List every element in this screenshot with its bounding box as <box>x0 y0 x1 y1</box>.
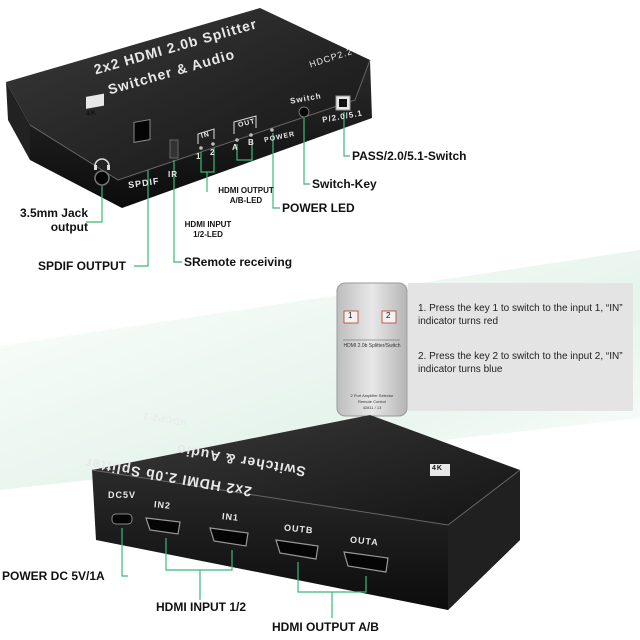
label-power-dc: POWER DC 5V/1A <box>2 569 105 583</box>
top-device-in1-print: 1 <box>196 152 202 161</box>
label-spdif-output: SPDIF OUTPUT <box>38 259 127 273</box>
remote-footer-3: 42811 / 13 <box>362 405 382 410</box>
bottom-device-4k-badge-text: 4K <box>432 465 443 472</box>
bottom-device <box>91 415 521 610</box>
callout-line-power-led <box>272 133 280 209</box>
headphone-jack-port <box>94 170 110 186</box>
top-callout-lines <box>86 112 350 267</box>
dc-power-port <box>111 513 133 525</box>
remote-button-1 <box>343 310 359 324</box>
hdmi-outb-port <box>275 539 319 560</box>
bottom-device-in2-print: IN2 <box>153 499 172 511</box>
remote-instructions-panel <box>408 283 633 411</box>
remote-button-1-label: 1 <box>348 311 353 320</box>
led-power <box>270 128 274 132</box>
label-power-led: POWER LED <box>282 201 355 215</box>
remote-footer-1: 2 Port Amplifier Selector <box>350 393 394 398</box>
remote-instruction-2: 2. Press the key 2 to switch to the inpu… <box>418 350 628 376</box>
hdmi-in2-port <box>145 517 181 535</box>
ir-window <box>169 139 179 159</box>
label-hdmi-output-led: HDMI OUTPUT A/B-LED <box>218 186 274 205</box>
headphone-icon <box>94 158 110 167</box>
top-device-outa-print: A <box>232 143 239 152</box>
spdif-port <box>133 118 151 143</box>
led-outa <box>235 138 239 142</box>
callout-line-dc <box>121 528 128 577</box>
label-switch-key: Switch-Key <box>312 177 377 191</box>
led-in2 <box>211 142 215 146</box>
remote-button-2 <box>381 310 397 324</box>
label-hdmi-output: HDMI OUTPUT A/B <box>272 620 379 634</box>
bottom-device-dc-print: DC5V <box>108 490 137 500</box>
callout-line-output-led <box>236 140 253 161</box>
bottom-4k-badge <box>430 464 450 476</box>
remote-instruction-2-text: Press the key 2 to switch to the input 2… <box>418 351 623 375</box>
callout-line-switch-key <box>303 118 310 185</box>
bottom-device-right-end <box>448 470 520 610</box>
top-device-in2-print: 2 <box>210 148 216 157</box>
top-device-ir-print: IR <box>168 170 178 179</box>
top-device-left-end <box>6 82 30 160</box>
callout-line-hdmi-input <box>165 538 233 571</box>
top-4k-badge <box>86 93 104 109</box>
led-in1 <box>199 146 203 150</box>
remote-footer-2: Remote Control <box>357 399 386 404</box>
hdmi-in1-port <box>209 527 249 547</box>
remote-instruction-1-text: Press the key 1 to switch to the input 1… <box>418 303 623 327</box>
label-hdmi-input-led: HDMI INPUT 1/2-LED <box>184 220 232 239</box>
remote-instruction-2-number: 2. <box>418 351 427 362</box>
bottom-device-in1-print: IN1 <box>221 511 240 523</box>
bottom-device-front-face <box>92 470 520 610</box>
remote-control <box>336 282 408 417</box>
switch-key-button <box>298 106 310 118</box>
remote-button-2-label: 2 <box>386 311 391 320</box>
led-outb <box>249 133 253 137</box>
remote-instruction-1: 1. Press the key 1 to switch to the inpu… <box>418 302 628 328</box>
callout-line-jack <box>86 186 103 223</box>
callout-line-spdif <box>134 170 149 267</box>
remote-caption: HDMI 2.0b Splitter/Switch <box>343 343 401 349</box>
bottom-callout-lines <box>121 528 367 618</box>
top-device-outb-print: B <box>248 138 255 147</box>
label-pass-switch: PASS/2.0/5.1-Switch <box>352 149 467 163</box>
callout-line-ir <box>173 160 182 263</box>
label-sremote: SRemote receiving <box>184 255 293 269</box>
hdmi-outa-port <box>343 551 389 573</box>
remote-instruction-1-number: 1. <box>418 303 427 314</box>
callout-line-pass <box>343 112 350 157</box>
label-jack-output: 3.5mm Jack output <box>19 206 88 234</box>
label-hdmi-input: HDMI INPUT 1/2 <box>156 600 247 614</box>
top-device-top-face <box>6 8 370 180</box>
